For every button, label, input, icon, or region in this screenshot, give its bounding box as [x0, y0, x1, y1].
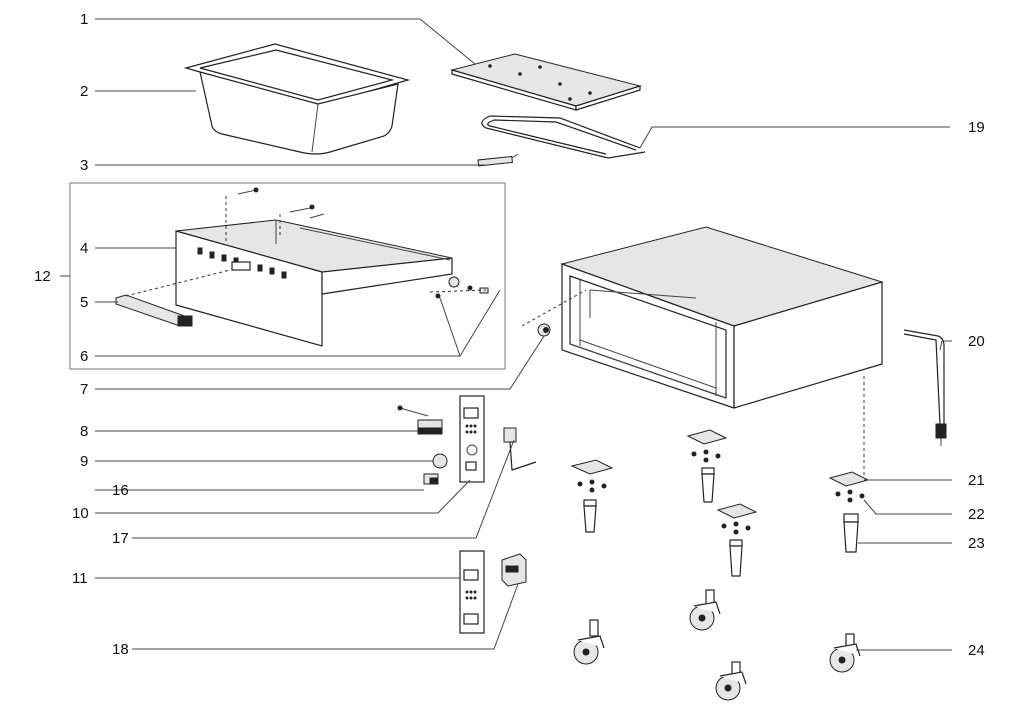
part-8-thermostat — [397, 405, 443, 435]
label-24: 24 — [968, 642, 985, 659]
leader-lines — [60, 18, 952, 651]
label-8: 8 — [80, 423, 88, 440]
label-2: 2 — [80, 83, 88, 100]
castor-2 — [689, 589, 721, 631]
part-6-fittings — [429, 276, 489, 299]
label-17: 17 — [112, 530, 129, 547]
part-1-plate — [450, 53, 642, 111]
part-4-drawer — [175, 213, 453, 347]
cabinet — [560, 226, 884, 409]
label-16: 16 — [112, 482, 129, 499]
part-16-switch — [423, 473, 439, 485]
label-9: 9 — [80, 453, 88, 470]
label-23: 23 — [968, 535, 985, 552]
part-17-bracket — [503, 427, 537, 471]
label-18: 18 — [112, 641, 129, 658]
drawer-screws — [225, 187, 315, 244]
part-2-pan — [183, 43, 411, 155]
label-10: 10 — [72, 505, 89, 522]
label-19: 19 — [968, 119, 985, 136]
label-11: 11 — [72, 570, 88, 587]
label-7: 7 — [80, 381, 88, 398]
callout-labels: 1 2 3 4 12 5 6 7 8 9 16 10 17 11 18 19 2… — [34, 11, 985, 659]
label-5: 5 — [80, 294, 88, 311]
castor-3 — [715, 661, 747, 701]
label-22: 22 — [968, 506, 985, 523]
label-3: 3 — [80, 157, 88, 174]
part-10-control-panel — [459, 395, 485, 483]
label-6: 6 — [80, 348, 88, 365]
part-3-rod — [477, 153, 519, 167]
leg-3 — [716, 503, 758, 577]
label-12: 12 — [34, 268, 51, 285]
part-9-knob — [432, 453, 448, 469]
cabinet-dash-to-rod — [521, 289, 587, 327]
leg-2 — [686, 429, 728, 503]
part-7-knob — [537, 323, 551, 337]
leg-1 — [570, 459, 614, 533]
part-20-probe — [903, 329, 947, 446]
label-1: 1 — [80, 11, 88, 28]
label-21: 21 — [968, 472, 985, 489]
leg-4 — [828, 376, 870, 553]
castor-1 — [573, 619, 605, 665]
part-18-box — [501, 553, 527, 587]
part-19-heating-element — [481, 115, 646, 159]
part-5-handle — [115, 269, 231, 327]
label-4: 4 — [80, 240, 88, 257]
castor-4 — [829, 633, 861, 673]
label-20: 20 — [968, 333, 985, 350]
part-11-panel — [459, 550, 485, 634]
